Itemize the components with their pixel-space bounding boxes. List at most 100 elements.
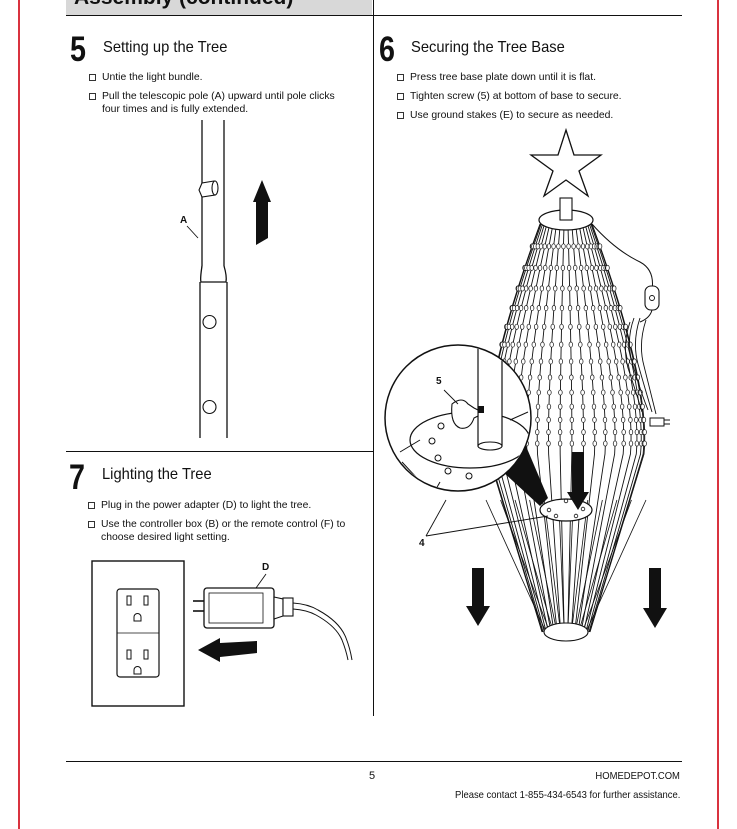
light-bulb [592,440,597,447]
light-bulb [612,429,618,436]
light-bulb [578,341,583,348]
column-divider [373,0,374,716]
light-bulb [634,416,639,423]
light-bulb [546,416,551,423]
light-bulb [602,403,607,410]
tree-spoke [581,499,632,633]
light-bulb [575,305,581,312]
light-bulb [623,374,628,381]
label-5: 5 [436,376,442,387]
light-bulb [535,416,540,423]
light-bulb [583,305,588,312]
light-bulb [581,440,586,447]
tree-spoke [529,499,558,633]
light-bulb [559,305,565,312]
light-bulb [548,358,553,365]
light-bulb [533,264,538,271]
light-bulb [576,243,581,250]
light-bulb [568,323,573,330]
light-bulb [551,243,556,250]
light-bulb [607,323,612,330]
light-bulb [567,285,572,292]
light-bulb [612,416,617,423]
light-bulb [567,305,573,312]
step-7-bullet: Use the controller box (B) or the remote… [88,518,353,544]
light-bulb [596,341,601,348]
tree-spoke [543,499,561,633]
contact-line: Please contact 1-855-434-6543 for furthe… [454,789,680,801]
step-5-number: 5 [70,30,86,69]
light-bulb [632,358,637,365]
light-bulb [560,285,565,292]
light-bulb [536,389,541,396]
light-bulb [561,243,566,250]
light-bulb [557,429,563,436]
light-bulb [592,429,597,436]
light-bulb [580,403,586,410]
checkbox-icon [89,93,96,100]
light-bulb [569,403,574,410]
light-bulb [618,305,623,312]
light-bulb [608,305,614,312]
light-bulb [628,429,634,436]
light-bulb [566,264,572,271]
light-bulb [634,429,640,436]
tree-spoke [574,499,603,633]
light-bulb [546,403,552,410]
light-bulb [634,440,640,447]
light-bulb [632,403,638,410]
checkbox-icon [88,521,95,528]
light-bulb [569,429,575,436]
light-bulb [544,305,549,312]
checkbox-icon [397,74,404,81]
right-margin-line [717,0,719,829]
light-bulb [558,389,563,396]
light-bulb [551,305,557,312]
light-bulb [589,264,595,271]
light-bulb [601,389,606,396]
light-bulb [588,358,594,365]
light-bulb [558,374,563,381]
light-bulb [590,374,595,381]
light-bulb [535,440,540,447]
light-bulb [585,323,590,330]
site-link[interactable]: HOMEDEPOT.COM [595,770,680,782]
light-bulb [546,429,551,436]
light-bulb [599,374,605,381]
light-bulb [581,285,586,292]
light-bulb [556,243,561,250]
light-bulb [568,341,573,348]
light-bulb [621,416,626,423]
light-bulb [529,305,535,312]
light-bulb [610,389,615,396]
light-bulb [546,243,552,250]
light-bulb [613,323,618,330]
light-bulb [591,403,597,410]
light-bulb [623,323,628,330]
light-bulb [526,323,531,330]
light-bulb [546,285,551,292]
light-bulb [553,285,558,292]
light-bulb [542,243,547,250]
step-7-title: Lighting the Tree [102,466,212,483]
light-bulb [628,416,633,423]
light-bulb [620,403,625,410]
header-rule [66,15,682,16]
light-bulb [568,358,574,365]
light-bulb [546,440,551,447]
light-bulb [604,341,609,348]
light-bulb [627,403,632,410]
checkbox-icon [89,74,96,81]
light-bulb [591,389,596,396]
light-bulb [542,323,547,330]
tree-spoke [567,499,574,633]
light-bulb [507,358,512,365]
step-6-bullet: Use ground stakes (E) to secure as neede… [397,109,687,122]
tree-spoke [558,499,565,633]
light-bulb [587,341,592,348]
footer-rule [66,761,682,762]
left-margin-line [18,0,20,829]
light-bulb [584,264,589,271]
